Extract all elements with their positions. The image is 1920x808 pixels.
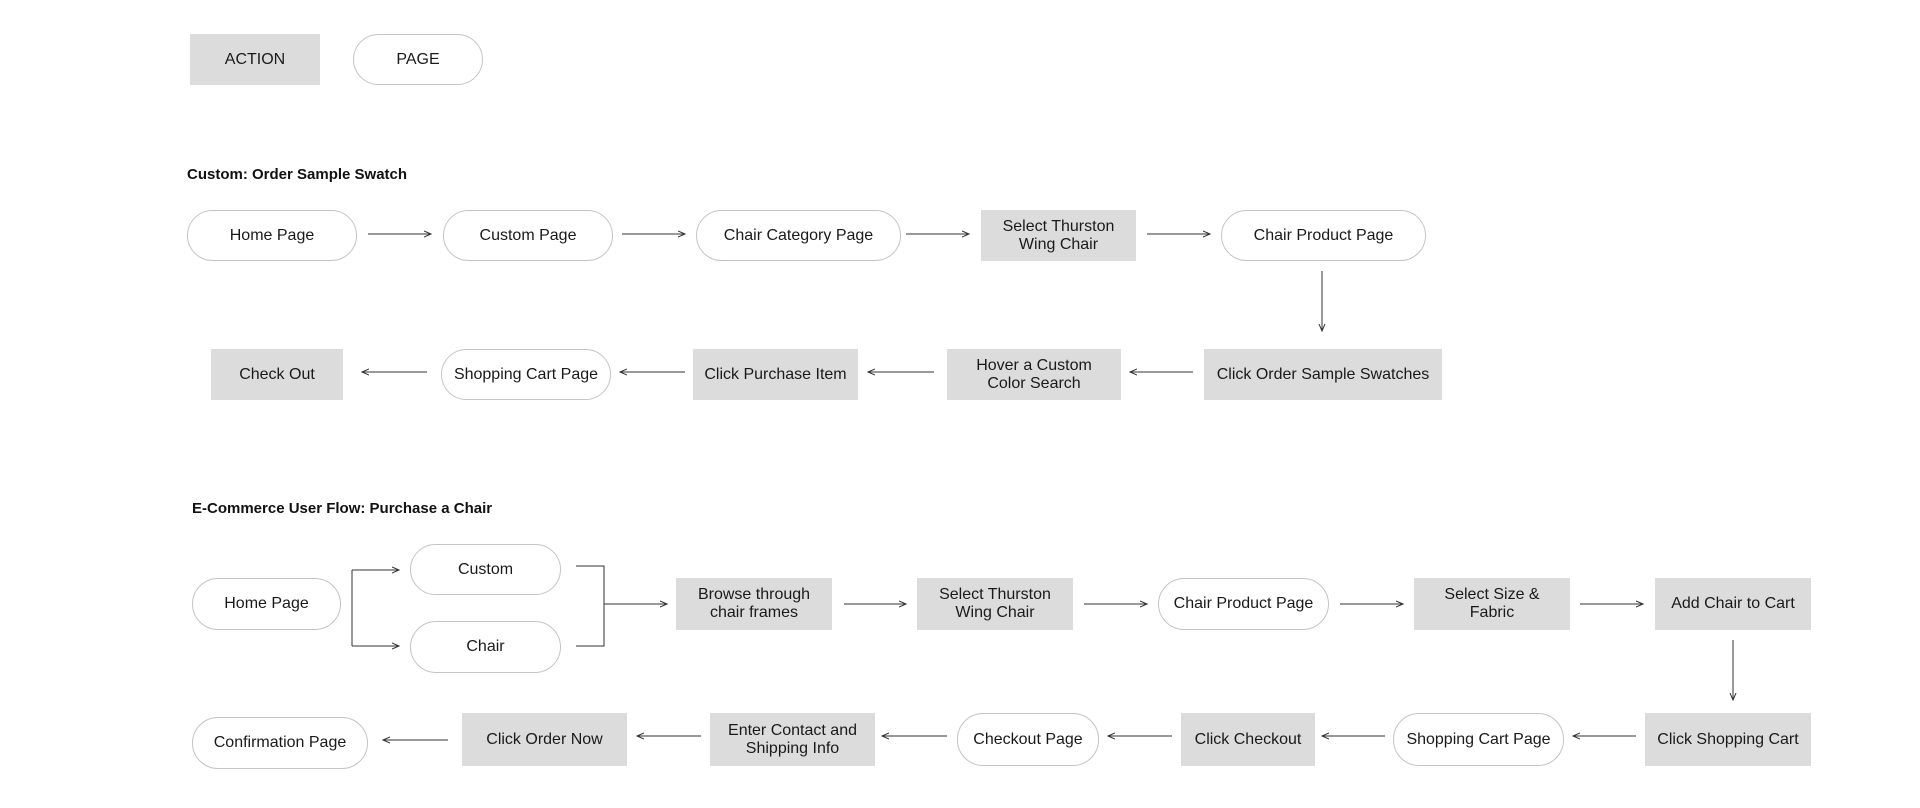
flow2-select-size-fabric: Select Size & Fabric <box>1414 578 1570 630</box>
flow2-checkout-page: Checkout Page <box>957 713 1099 766</box>
flow2-title: E-Commerce User Flow: Purchase a Chair <box>192 500 493 517</box>
flow2-merge-connector <box>576 565 605 647</box>
flow2-click-shopping-cart: Click Shopping Cart <box>1645 713 1811 766</box>
flow1-click-purchase-item: Click Purchase Item <box>693 349 858 400</box>
flow1-custom-page: Custom Page <box>443 210 613 261</box>
flow2-custom: Custom <box>410 544 561 595</box>
legend-action: ACTION <box>190 34 320 85</box>
flow1-chair-product-page: Chair Product Page <box>1221 210 1426 261</box>
flow2-click-checkout: Click Checkout <box>1181 713 1315 766</box>
flow1-shopping-cart-page: Shopping Cart Page <box>441 349 611 400</box>
flow1-chair-category-page: Chair Category Page <box>696 210 901 261</box>
flow2-shopping-cart-page: Shopping Cart Page <box>1393 713 1564 766</box>
flow2-chair-product-page: Chair Product Page <box>1158 578 1329 630</box>
flow2-add-chair-to-cart: Add Chair to Cart <box>1655 578 1811 630</box>
flow2-confirmation-page: Confirmation Page <box>192 717 368 769</box>
flow2-home-page: Home Page <box>192 578 341 630</box>
flow1-select-thurston-wing-chair: Select Thurston Wing Chair <box>981 210 1136 261</box>
flow2-enter-contact-shipping-info: Enter Contact and Shipping Info <box>710 713 875 766</box>
flow1-check-out: Check Out <box>211 349 343 400</box>
flow2-click-order-now: Click Order Now <box>462 713 627 766</box>
flow2-chair: Chair <box>410 621 561 673</box>
flow2-browse-chair-frames: Browse through chair frames <box>676 578 832 630</box>
flow1-click-order-sample-swatches: Click Order Sample Swatches <box>1204 349 1442 400</box>
flow2-select-thurston-wing-chair: Select Thurston Wing Chair <box>917 578 1073 630</box>
flow1-home-page: Home Page <box>187 210 357 261</box>
legend-page: PAGE <box>353 34 483 85</box>
flow1-title: Custom: Order Sample Swatch <box>187 166 408 183</box>
flow1-hover-custom-color-search: Hover a Custom Color Search <box>947 349 1121 400</box>
